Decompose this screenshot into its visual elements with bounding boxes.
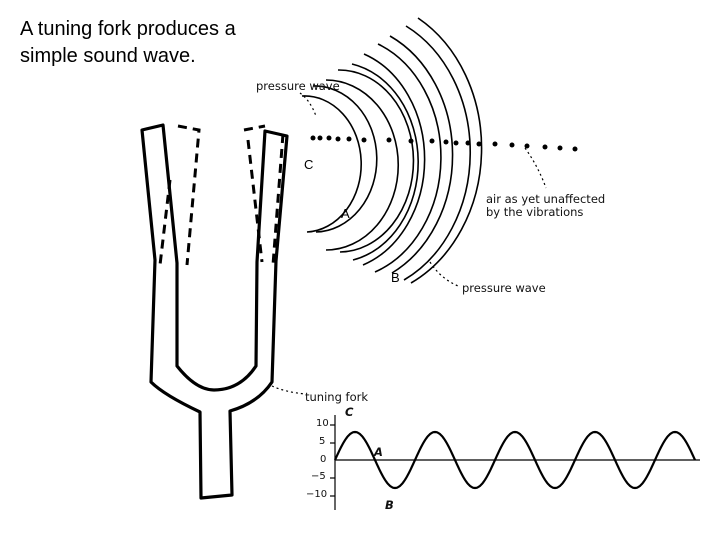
label-tuning-fork: tuning fork bbox=[305, 390, 368, 404]
graph-label-a: A bbox=[374, 445, 383, 459]
pressure-wave-arcs bbox=[301, 17, 483, 284]
y-tick-label: −5 bbox=[311, 471, 326, 482]
label-pressure-wave-bottom: pressure wave bbox=[462, 281, 546, 295]
air-particles bbox=[310, 135, 578, 152]
label-c: C bbox=[304, 157, 314, 172]
label-a: A bbox=[341, 206, 350, 221]
slide-title: A tuning fork produces a simple sound wa… bbox=[20, 18, 236, 67]
sine-wave bbox=[333, 430, 697, 490]
leader-lines bbox=[271, 92, 547, 395]
y-tick-marks bbox=[330, 424, 335, 497]
prong-motion-outline bbox=[158, 124, 285, 266]
label-pressure-wave-top: pressure wave bbox=[256, 79, 340, 93]
y-tick-label: 10 bbox=[316, 418, 329, 429]
label-air-unaffected: air as yet unaffected by the vibrations bbox=[486, 192, 606, 219]
wave-graph bbox=[330, 415, 700, 510]
y-tick-label: 5 bbox=[319, 436, 326, 447]
tuning-fork bbox=[140, 123, 289, 500]
graph-label-c: C bbox=[345, 405, 354, 419]
label-b: B bbox=[391, 270, 400, 285]
y-tick-label: −10 bbox=[306, 489, 328, 500]
y-tick-label: 0 bbox=[320, 454, 327, 465]
graph-label-b: B bbox=[385, 498, 394, 512]
